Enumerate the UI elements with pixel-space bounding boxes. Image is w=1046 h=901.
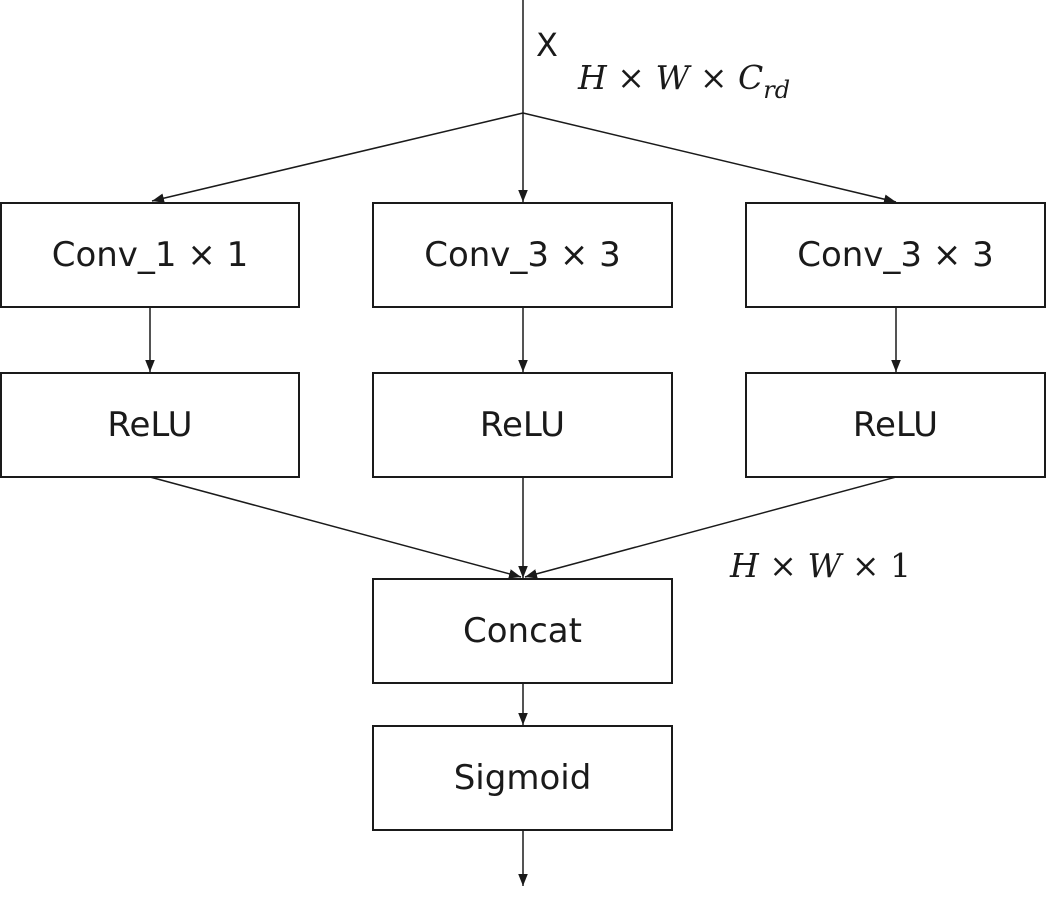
- conv-3x3-label-1: Conv_3 × 3: [424, 235, 621, 275]
- concat-box: Concat: [372, 578, 673, 684]
- relu-label-1: ReLU: [107, 405, 193, 445]
- relu-box-3: ReLU: [745, 372, 1046, 478]
- conv-1x1-label: Conv_1 × 1: [51, 235, 249, 275]
- conv-3x3-box-2: Conv_3 × 3: [745, 202, 1046, 308]
- relu-label-3: ReLU: [852, 405, 939, 445]
- input-label: X: [536, 26, 558, 64]
- conv-3x3-label-2: Conv_3 × 3: [797, 235, 994, 275]
- concat-label: Concat: [463, 611, 582, 651]
- relu-box-1: ReLU: [0, 372, 300, 478]
- relu-label-2: ReLU: [479, 405, 566, 445]
- arrow-relu1-concat: [149, 476, 522, 579]
- relu-box-2: ReLU: [372, 372, 673, 478]
- arrow-to-conv-3: [522, 112, 897, 204]
- input-dimensions: H × W × Crd: [578, 58, 791, 104]
- sigmoid-box: Sigmoid: [372, 725, 673, 831]
- output-dimensions: H × W × 1: [730, 546, 912, 585]
- sigmoid-label: Sigmoid: [453, 758, 592, 798]
- arrow-to-conv-1: [151, 112, 524, 203]
- conv-3x3-box-1: Conv_3 × 3: [372, 202, 673, 308]
- arrow-relu3-concat: [524, 476, 897, 579]
- conv-1x1-box: Conv_1 × 1: [0, 202, 300, 308]
